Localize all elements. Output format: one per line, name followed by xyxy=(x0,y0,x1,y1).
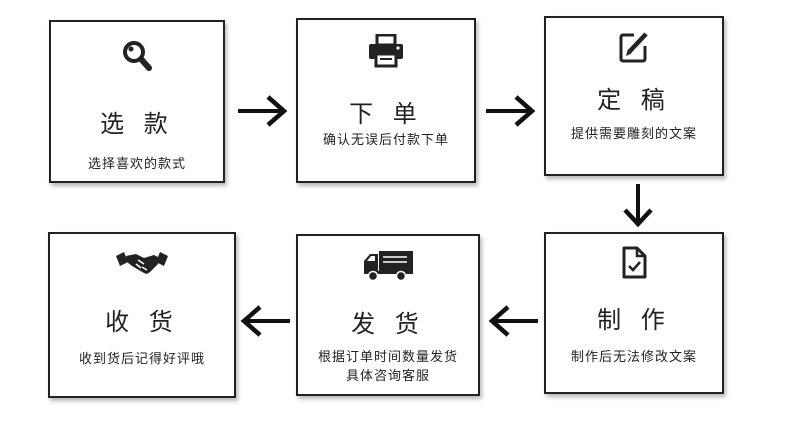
search-icon xyxy=(117,38,157,72)
step-description-line-1: 根据订单时间数量发货 xyxy=(317,350,458,365)
arrow-down xyxy=(620,182,656,228)
step-title: 选 款 xyxy=(100,110,174,138)
step-description: 制作后无法修改文案 xyxy=(570,350,697,365)
step-description: 提供需要雕刻的文案 xyxy=(570,127,697,142)
step-description: 收到货后记得好评哦 xyxy=(78,352,205,367)
edit-icon xyxy=(614,30,654,64)
step-title: 发 货 xyxy=(351,310,425,338)
step-description: 选择喜欢的款式 xyxy=(87,157,186,172)
step-title: 下 单 xyxy=(349,100,423,128)
printer-icon xyxy=(366,34,406,68)
arrow-right xyxy=(236,93,288,129)
step-shipping: 发 货 根据订单时间数量发货 具体咨询客服 xyxy=(296,234,480,396)
handshake-icon xyxy=(114,246,170,280)
step-production: 制 作 制作后无法修改文案 xyxy=(544,232,724,394)
step-title: 收 货 xyxy=(105,308,179,336)
truck-icon xyxy=(361,248,415,282)
step-place-order: 下 单 确认无误后付款下单 xyxy=(296,18,476,183)
step-finalize-draft: 定 稿 提供需要雕刻的文案 xyxy=(544,16,724,176)
step-title: 制 作 xyxy=(597,306,671,334)
arrow-right xyxy=(484,93,536,129)
document-check-icon xyxy=(614,246,654,280)
step-title: 定 稿 xyxy=(597,86,671,114)
step-receive: 收 货 收到货后记得好评哦 xyxy=(48,232,236,398)
step-select-style: 选 款 选择喜欢的款式 xyxy=(49,20,225,183)
arrow-left xyxy=(240,303,292,339)
step-description: 确认无误后付款下单 xyxy=(322,133,449,148)
arrow-left xyxy=(488,303,540,339)
step-description-line-2: 具体咨询客服 xyxy=(345,369,430,384)
